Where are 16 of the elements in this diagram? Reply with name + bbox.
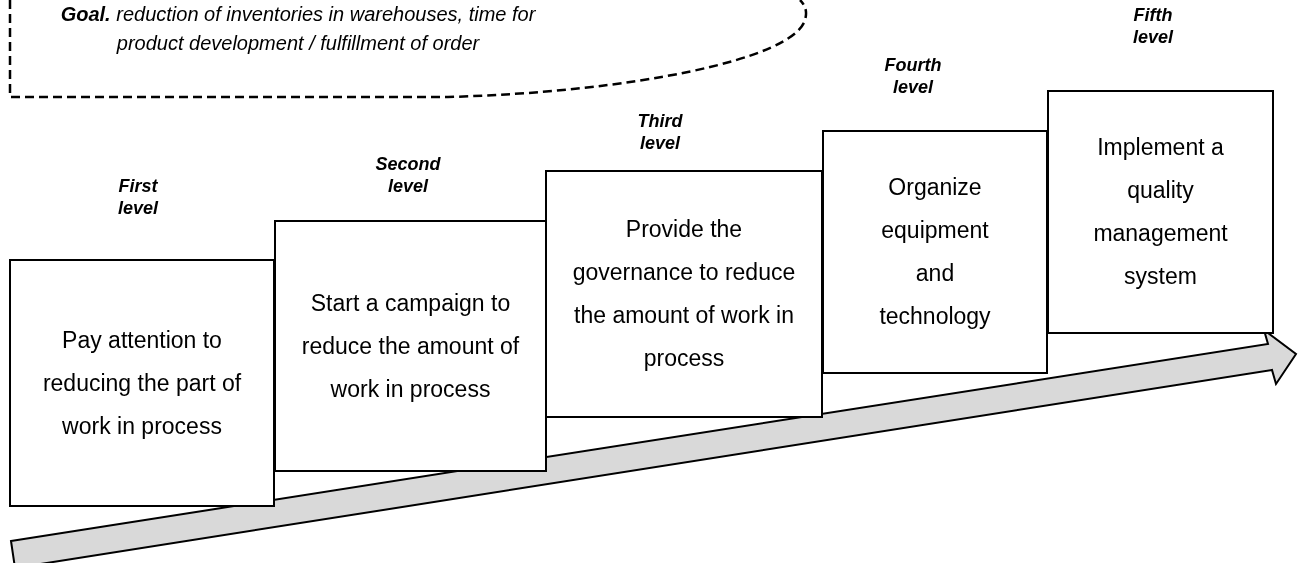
level-box	[274, 220, 547, 472]
step-text: Provide the governance to reduce the amount of work in process	[571, 215, 797, 373]
level-label: Second level	[374, 153, 442, 197]
level-box	[822, 130, 1048, 374]
level-box	[1047, 90, 1274, 334]
level-label: Third level	[636, 110, 684, 154]
step-text: Implement a quality management system	[1092, 133, 1229, 291]
level-box	[545, 170, 823, 418]
level-label: Fifth level	[1131, 4, 1175, 48]
step-text: Start a campaign to reduce the amount of work in process	[300, 288, 521, 404]
step-text: Pay attention to reducing the part of work in process	[41, 325, 243, 441]
goal-text: Goal. reduction of inventories in warehouses, time for product development / fulfillment of order	[59, 2, 537, 56]
level-box	[9, 259, 275, 507]
step-text: Organize equipment and technology	[878, 173, 992, 331]
level-label: First level	[116, 175, 160, 219]
level-label: Fourth level	[883, 54, 943, 98]
